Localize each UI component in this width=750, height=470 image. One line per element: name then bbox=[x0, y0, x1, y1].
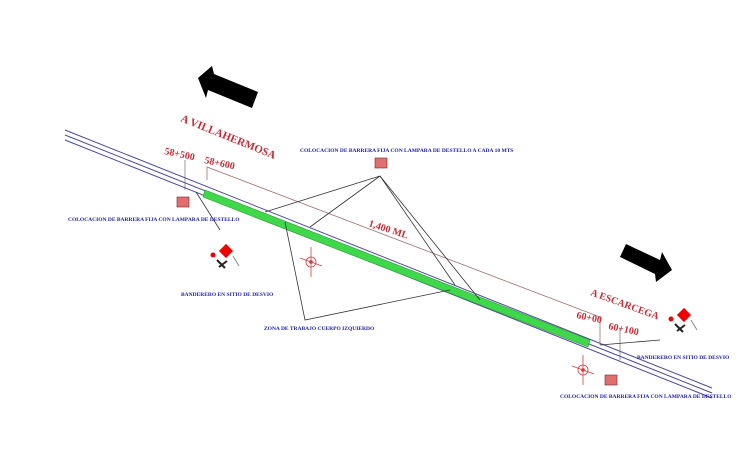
station-60-00: 60+00 bbox=[575, 310, 602, 326]
station-60-100: 60+100 bbox=[607, 321, 639, 338]
barrier-sign-icon bbox=[176, 196, 190, 208]
note-barrier-east: COLOCACION DE BARRERA FIJA CON LAMPARA D… bbox=[560, 394, 732, 400]
work-zone-strip bbox=[202, 189, 591, 348]
barrier-sign-icon bbox=[374, 157, 388, 169]
leader-lines bbox=[195, 175, 661, 346]
arrow-east-icon bbox=[620, 244, 672, 282]
barrier-sign-icon bbox=[604, 374, 618, 386]
lamp-icon bbox=[571, 355, 595, 385]
length-label: 1,400 ML bbox=[367, 218, 410, 241]
arrow-west-icon bbox=[198, 66, 258, 108]
station-58-500: 58+500 bbox=[163, 146, 195, 163]
note-work-zone: ZONA DE TRABAJO CUERPO IZQUIERDO bbox=[264, 326, 375, 332]
note-flagger-east: BANDERERO EN SITIO DE DESVIO bbox=[637, 355, 730, 361]
flagger-icon bbox=[210, 243, 240, 269]
note-barrier-every-10m: COLOCACION DE BARRERA FIJA CON LAMPARA D… bbox=[300, 148, 513, 154]
flagger-icon bbox=[668, 307, 698, 333]
note-barrier-west: COLOCACION DE BARRERA FIJA CON LAMPARA D… bbox=[68, 217, 240, 223]
note-flagger-west: BANDERERO EN SITIO DE DESVIO bbox=[181, 292, 274, 298]
dimension-line bbox=[206, 166, 601, 345]
station-58-600: 58+600 bbox=[203, 155, 235, 172]
lamp-icon bbox=[299, 247, 323, 277]
